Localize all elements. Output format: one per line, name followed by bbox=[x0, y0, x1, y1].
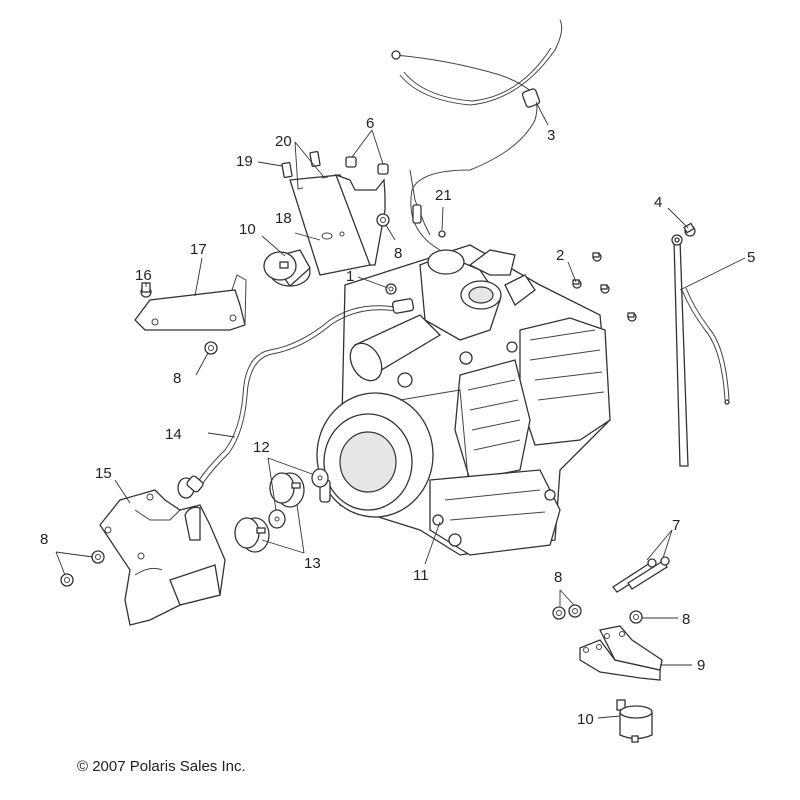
callout-18: 18 bbox=[275, 210, 292, 227]
callout-11: 11 bbox=[413, 567, 429, 584]
washers-8-left bbox=[60, 550, 105, 587]
callout-4: 4 bbox=[654, 194, 662, 211]
leader-lines bbox=[55, 101, 746, 719]
engine-assembly bbox=[316, 244, 611, 556]
callout-12: 12 bbox=[253, 439, 270, 456]
nuts-6 bbox=[345, 156, 389, 175]
callout-14: 14 bbox=[165, 426, 182, 443]
callout-3: 3 bbox=[547, 127, 555, 144]
callout-8-upper: 8 bbox=[394, 245, 402, 262]
callout-labels: 1 2 3 4 5 6 7 8 8 8 8 8 9 10 10 11 12 13… bbox=[40, 115, 755, 728]
bracket-17 bbox=[134, 274, 247, 331]
callout-7: 7 bbox=[672, 517, 680, 534]
callout-8-right: 8 bbox=[682, 611, 690, 628]
bracket-15 bbox=[99, 489, 226, 626]
callout-20: 20 bbox=[275, 133, 292, 150]
callout-2: 2 bbox=[556, 247, 564, 264]
callout-19: 19 bbox=[236, 153, 253, 170]
callout-10-lower: 10 bbox=[577, 711, 594, 728]
callout-8-lower: 8 bbox=[554, 569, 562, 586]
callout-5: 5 bbox=[747, 249, 755, 266]
mount-10-upper bbox=[263, 249, 311, 287]
callout-10-upper: 10 bbox=[239, 221, 256, 238]
nuts-8-lower bbox=[552, 604, 643, 624]
callout-13: 13 bbox=[304, 555, 321, 572]
nut-21 bbox=[438, 230, 446, 238]
ground-cable bbox=[177, 298, 415, 499]
callout-8-left: 8 bbox=[173, 370, 181, 387]
copyright-notice: © 2007 Polaris Sales Inc. bbox=[77, 758, 246, 775]
callout-15: 15 bbox=[95, 465, 112, 482]
bolts-19-20 bbox=[281, 150, 329, 190]
nut-8-left bbox=[204, 341, 218, 355]
bolts-7 bbox=[612, 556, 670, 593]
callout-9: 9 bbox=[697, 657, 705, 674]
throttle-cable bbox=[391, 19, 563, 251]
washer-8-upper bbox=[376, 213, 390, 227]
callout-6: 6 bbox=[366, 115, 374, 132]
bolt-4 bbox=[683, 222, 696, 237]
mounts-12-13 bbox=[234, 468, 329, 553]
callout-17: 17 bbox=[190, 241, 207, 258]
bolts-2 bbox=[572, 252, 637, 322]
bracket-9 bbox=[579, 625, 663, 681]
mount-10-lower bbox=[616, 699, 653, 743]
callout-8-farleft: 8 bbox=[40, 531, 48, 548]
nut-1 bbox=[385, 283, 397, 295]
callout-21: 21 bbox=[435, 187, 452, 204]
callout-16: 16 bbox=[135, 267, 152, 284]
dipstick-tube bbox=[671, 234, 730, 467]
bracket-18 bbox=[289, 173, 386, 276]
callout-1: 1 bbox=[346, 268, 354, 285]
